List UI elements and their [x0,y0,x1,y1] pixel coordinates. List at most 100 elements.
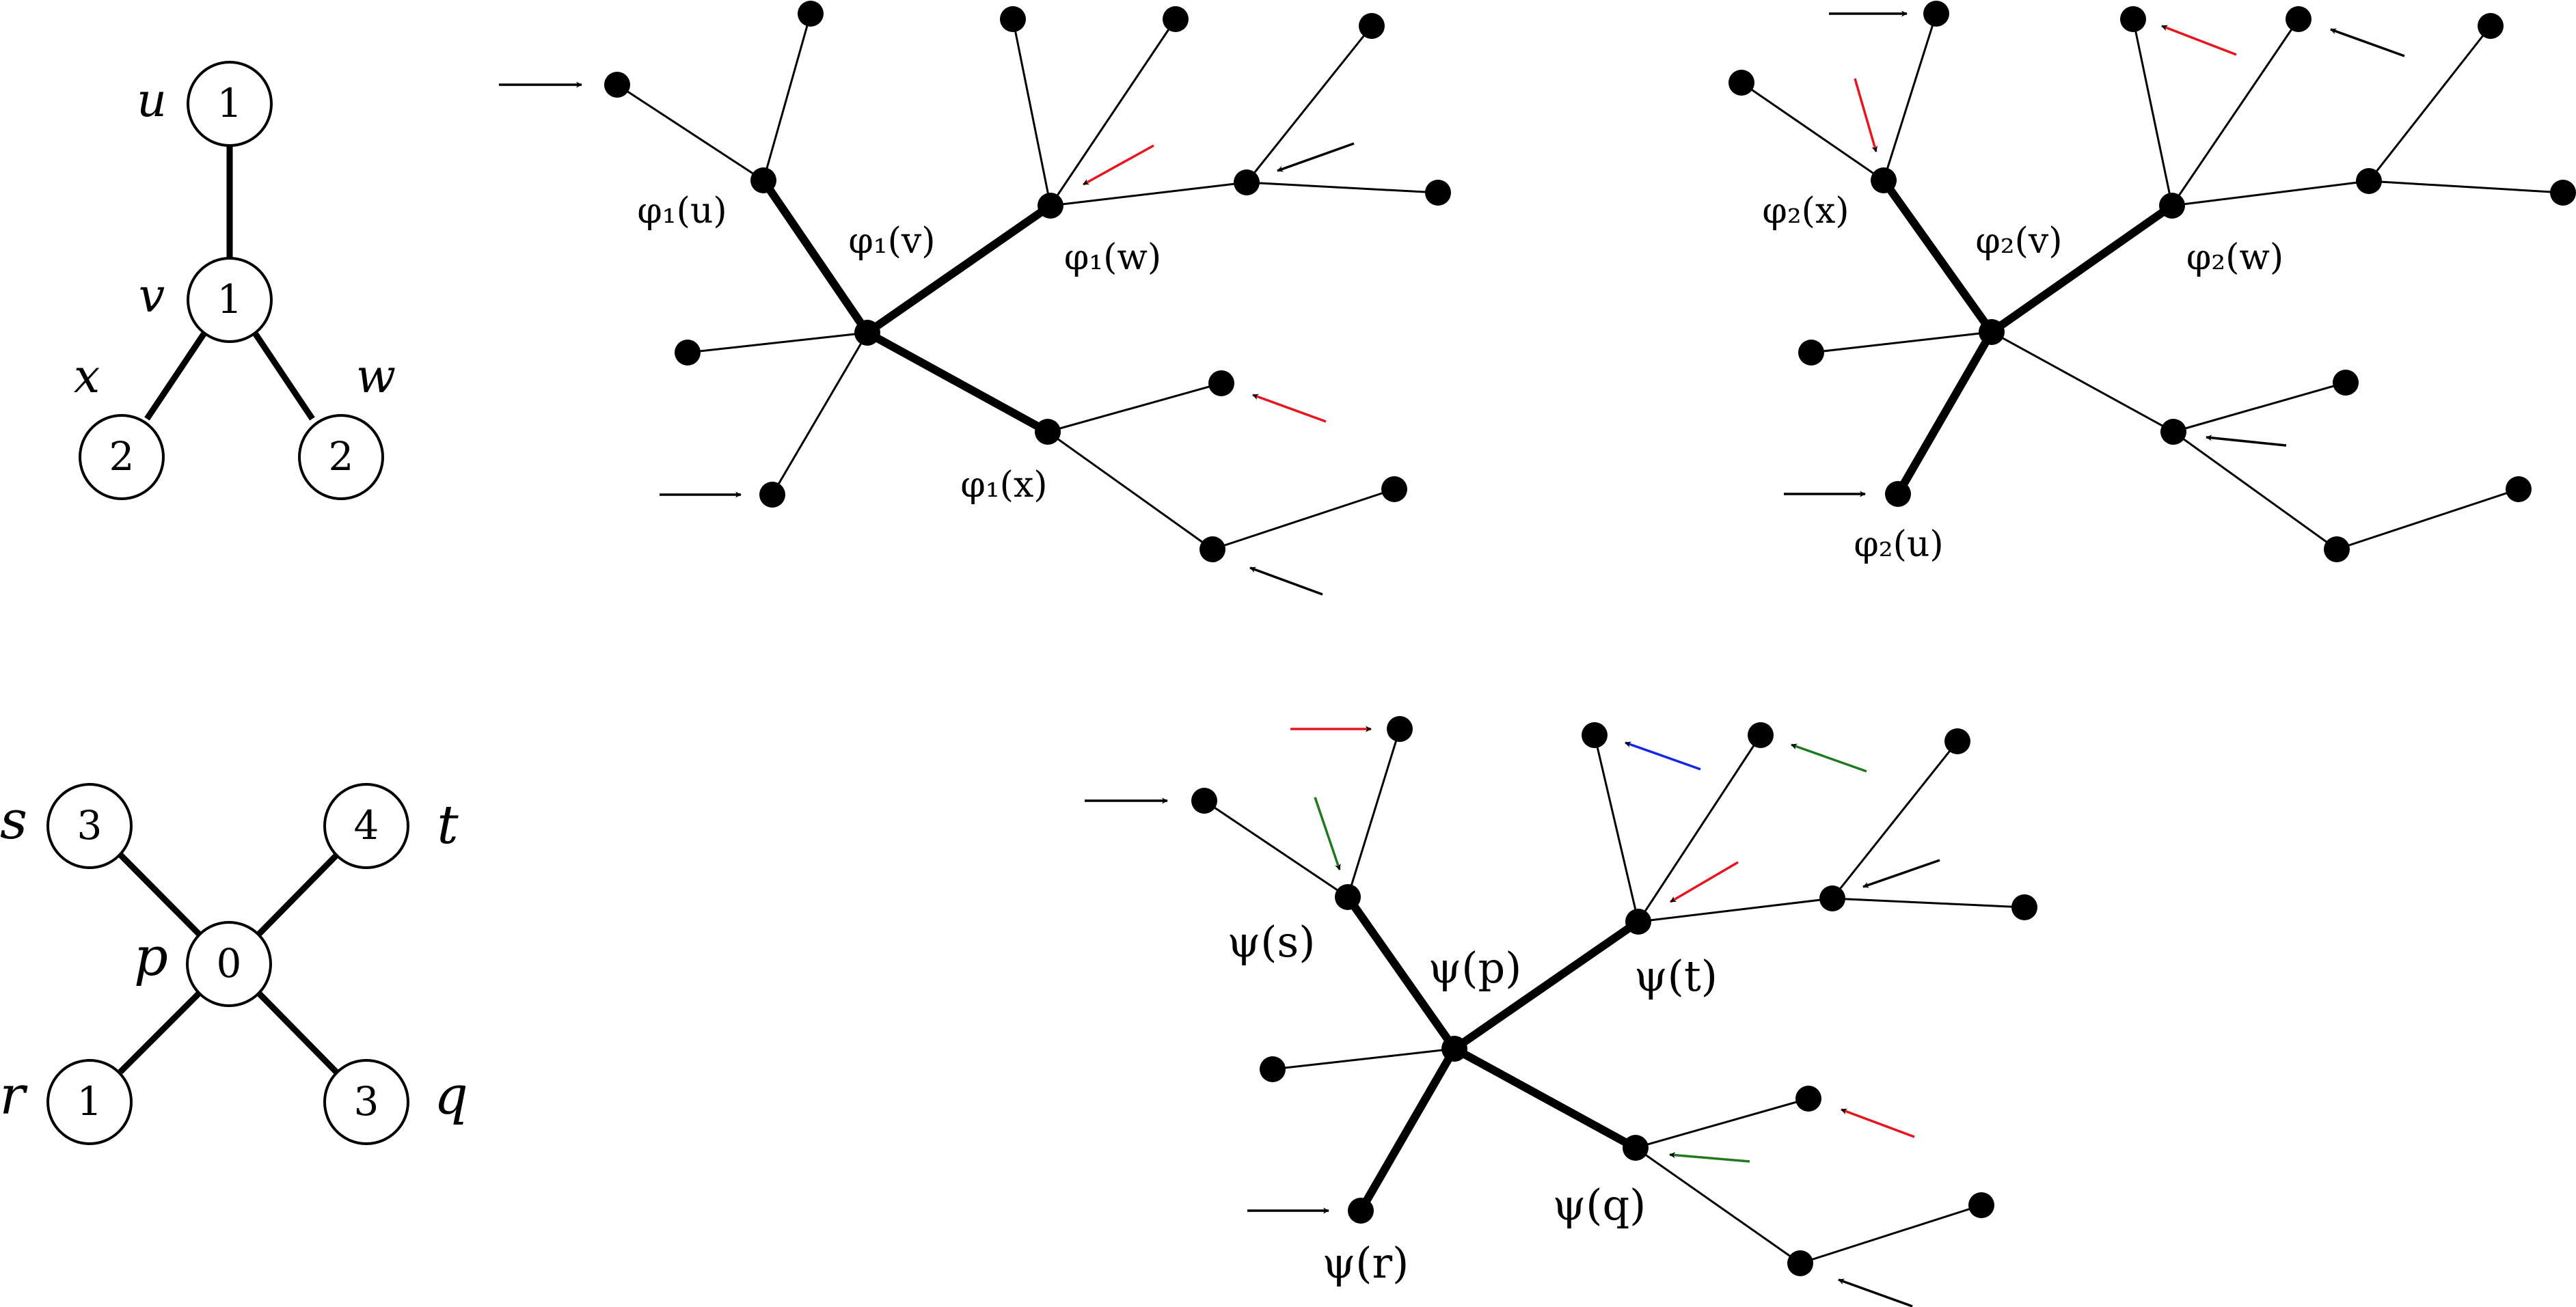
image-edge-s-p [1344,893,1459,1053]
vertex [798,1,824,27]
arrow-black [2330,28,2405,57]
vertex [1748,722,1774,748]
node-weight: 3 [77,802,103,849]
vertex [2120,6,2146,32]
edge [1831,741,1959,899]
edge [771,332,869,495]
edge [2173,430,2337,551]
vertex-label: φ₁(w) [1064,237,1161,278]
vertex [1035,419,1061,445]
image-edge-p-r [1357,1045,1459,1215]
vertex-label: ψ(q) [1553,1180,1646,1230]
vertex [1387,716,1413,742]
vertex [1795,1086,1821,1112]
node-u: 1 [187,61,273,147]
vertex-label: φ₂(u) [1854,524,1943,565]
node-p: 0 [186,921,272,1007]
vertex [1885,481,1911,507]
arrow-red [2161,25,2237,56]
vertices [1191,716,2037,1276]
node-weight: 1 [217,80,243,126]
edge [2171,18,2300,206]
node-weight: 1 [77,1078,103,1125]
image-edge-p-t [1450,918,1642,1053]
vertex [2286,6,2311,32]
edge [1049,18,1177,206]
node-name-q: q [434,1065,468,1127]
edge [1741,81,1884,182]
vertices [1728,1,2576,562]
vertex [1441,1036,1467,1062]
vertex [1728,70,1754,96]
vertex [854,320,880,346]
image-edge-v-w [863,202,1055,337]
vertex [1381,476,1407,502]
vertex [675,340,701,366]
node-name-x: x [74,350,100,404]
vertex-label: ψ(s) [1228,917,1316,967]
vertex [2356,168,2382,194]
node-name-r: r [0,1065,28,1127]
vertex-label: φ₁(v) [848,221,935,262]
arrow-green [1669,1152,1750,1163]
vertex-label: φ₁(x) [960,465,1047,506]
vertices [604,1,1451,562]
edge [1800,1204,1982,1265]
arrows [1085,726,1940,1307]
host-tree-phi2: φ₂(x) φ₂(v) φ₂(w) φ₂(u) [1728,1,2576,565]
edge [1246,181,1439,194]
edge [1245,25,1373,183]
vertex-label: φ₂(x) [1762,191,1849,232]
node-q: 3 [323,1059,409,1145]
vertex [1335,884,1361,910]
vertex [1787,1250,1813,1276]
node-weight: 3 [354,1078,379,1125]
edge [1635,1146,1801,1265]
arrow-blue [1625,741,1701,771]
thick-edges [1344,893,1642,1215]
thick-edges [759,176,1055,436]
node-name-t: t [437,795,459,856]
edge [687,331,868,354]
vertex [1871,167,1897,193]
arrow-green [1314,797,1341,870]
node-weight: 0 [217,940,242,987]
edge-v-w [253,332,315,421]
edge [1346,728,1401,898]
vertex-label: ψ(t) [1634,951,1718,1001]
pattern-graph-2: 3 s 4 t 0 p 1 r 3 q [0,783,468,1145]
vertex [1191,788,1217,814]
vertex-label: ψ(p) [1428,943,1522,993]
vertex [759,482,785,508]
edge [1047,430,1213,551]
vertex [2550,180,2576,206]
node-t: 4 [323,783,409,869]
edge [2336,488,2519,551]
node-r: 1 [46,1059,133,1145]
thin-edges [616,13,1439,551]
node-w: 2 [298,414,384,500]
edge [2368,25,2492,182]
arrow-black [1277,142,1355,172]
edge [1882,13,1938,181]
edge [1047,382,1222,433]
vertex [2011,894,2037,920]
arrow-black [1249,566,1323,596]
arrow-red [1854,78,1878,152]
node-weight: 2 [329,433,354,480]
vertex [2333,370,2359,396]
node-weight: 2 [109,433,135,480]
arrow-green [1791,743,1867,773]
node-name-v: v [139,269,165,323]
vertex [2478,13,2504,39]
vertex [1798,340,1824,366]
edge-v-x [144,332,206,421]
vertex [1000,6,1026,32]
edge-p-q [255,989,339,1075]
edge [1012,18,1052,206]
edge-p-r [118,989,203,1075]
edge [1638,897,1833,923]
edge [2132,18,2173,206]
host-tree-psi: ψ(s) ψ(p) ψ(t) ψ(q) ψ(r) [1085,716,2037,1307]
arrows [499,81,1355,596]
